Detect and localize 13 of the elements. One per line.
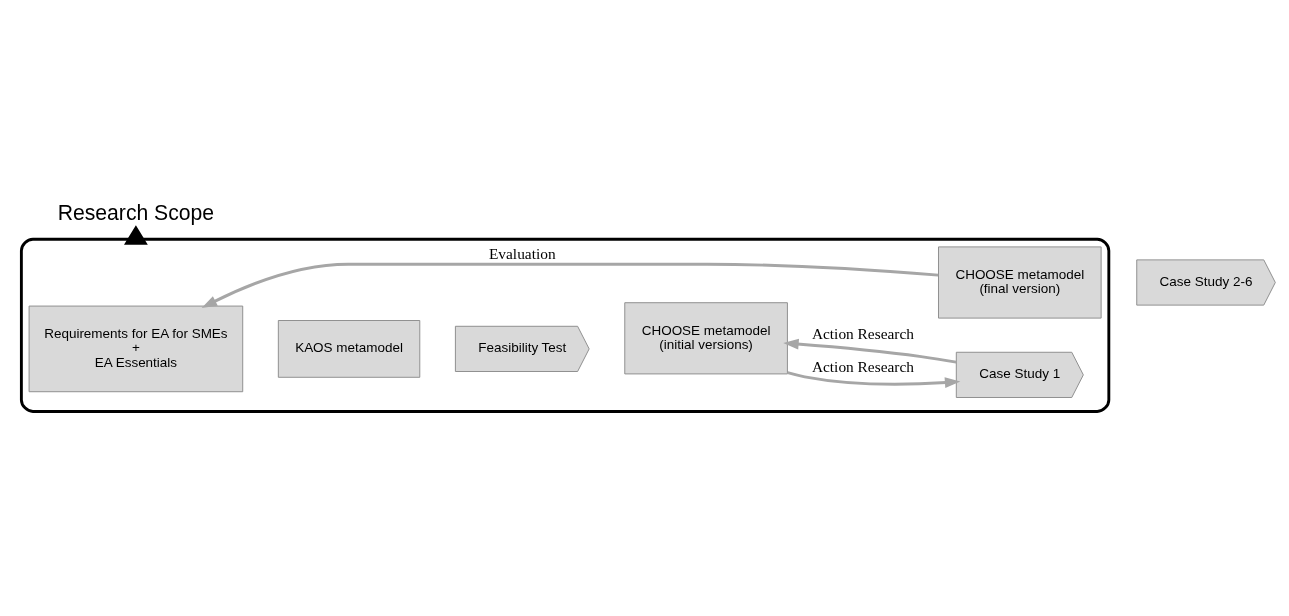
node-box: CHOOSE metamodel (final version): [938, 246, 1102, 319]
cluster: [19, 237, 1111, 413]
edge-label: Action Research: [811, 357, 914, 375]
arrow: [201, 262, 939, 309]
arrow: [783, 338, 957, 364]
node-box: Requirements for EA for SMEs + EA Essentials: [28, 305, 244, 393]
node-box: KAOS metamodel: [277, 320, 421, 378]
arrow: [124, 225, 148, 245]
edge-label: Evaluation: [488, 245, 556, 263]
node-box: CHOOSE metamodel (initial versions): [624, 302, 788, 375]
edge-label: Action Research: [811, 325, 914, 343]
arrow: [787, 371, 961, 389]
node-text: Research Scope: [57, 200, 215, 224]
